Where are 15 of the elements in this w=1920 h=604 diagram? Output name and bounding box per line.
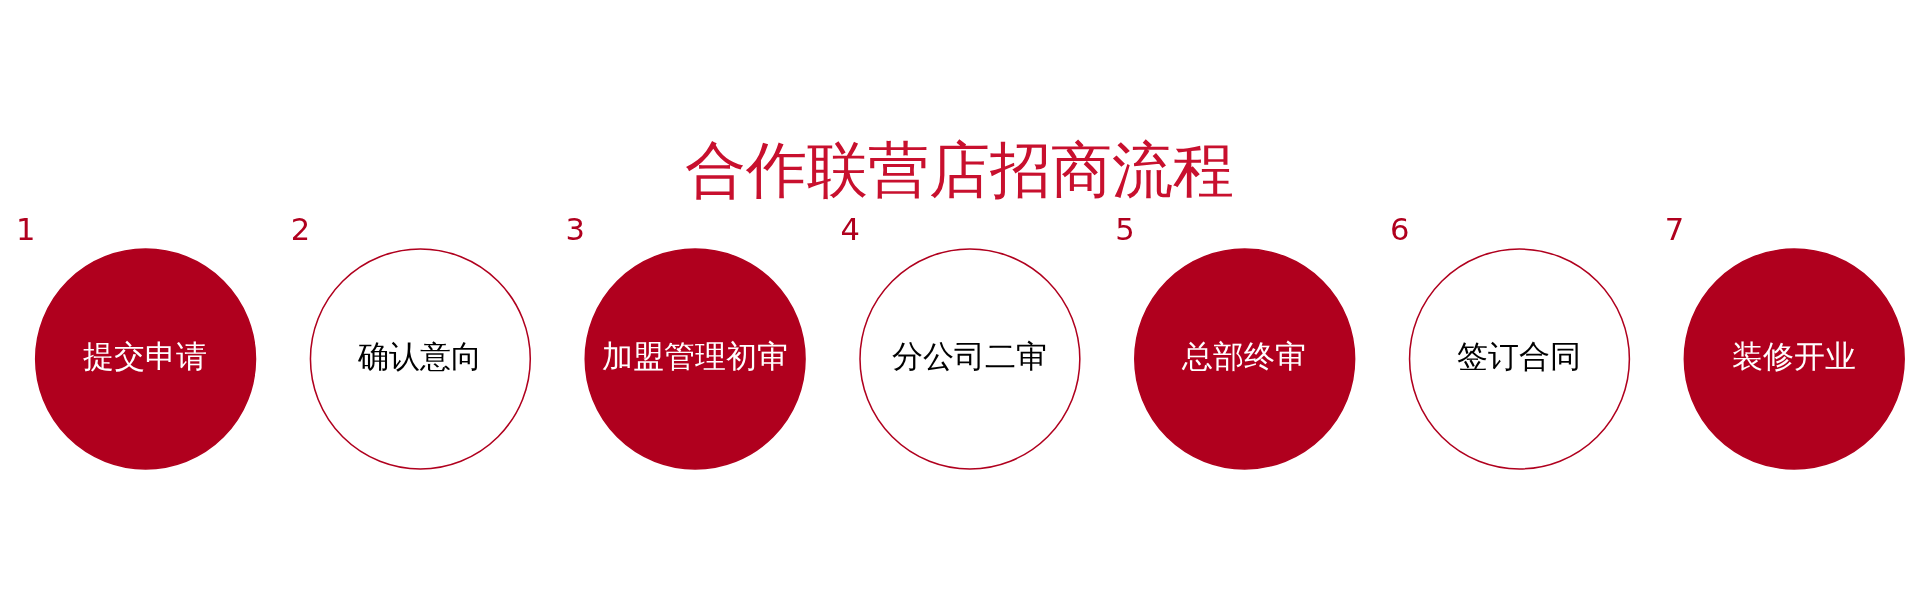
- node-label: 3: [565, 211, 586, 247]
- node-circle: 装修开业: [1683, 247, 1905, 470]
- node-circle: 签订合同: [1408, 247, 1631, 470]
- node-label: 5: [1115, 211, 1135, 247]
- node-circle: 分公司二审: [859, 247, 1081, 470]
- node-label: 7: [1664, 211, 1685, 247]
- node-label: 1: [16, 211, 36, 247]
- node-circle: 确认意向: [309, 247, 532, 470]
- node-label: 4: [840, 211, 860, 247]
- node-label: 2: [290, 211, 311, 247]
- node-label: 6: [1389, 211, 1410, 247]
- diagram-title: 合作联营店招商流程: [685, 133, 1235, 205]
- node-circle: 加盟管理初审: [584, 247, 806, 470]
- node-circle: 总部终审: [1134, 247, 1356, 470]
- node-circle: 提交申请: [34, 247, 257, 470]
